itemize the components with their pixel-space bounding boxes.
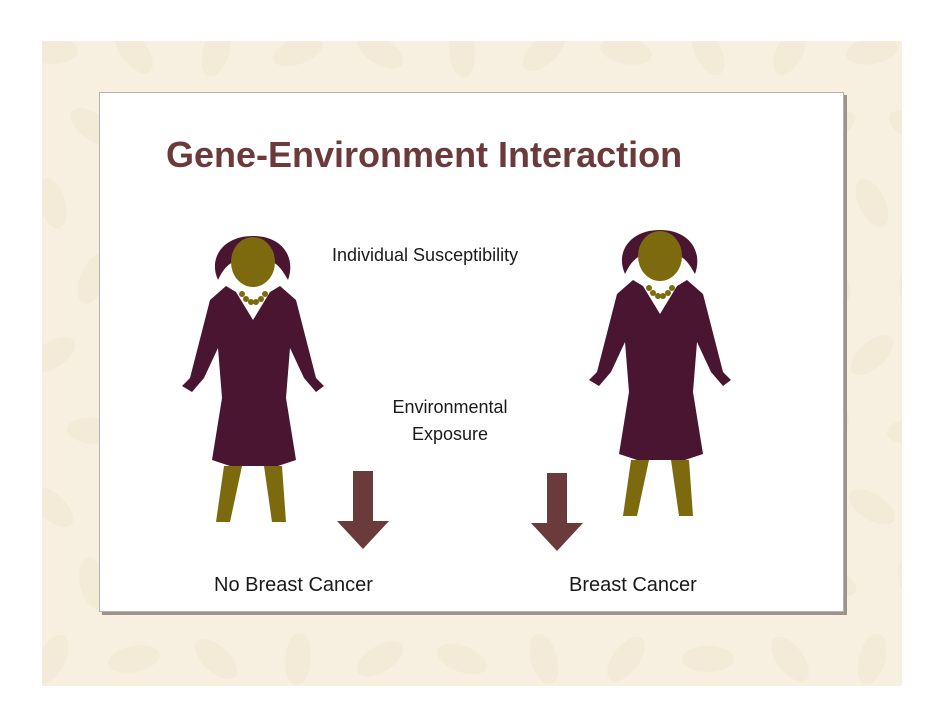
no-breast-cancer-label: No Breast Cancer	[214, 574, 373, 596]
individual-susceptibility-label: Individual Susceptibility	[332, 245, 519, 265]
down-arrow-right	[531, 473, 583, 551]
down-arrow-left	[337, 471, 389, 549]
breast-cancer-label: Breast Cancer	[569, 574, 697, 596]
slide-title: Gene-Environment Interaction	[166, 134, 683, 175]
environmental-exposure-label-line2: Exposure	[411, 424, 489, 444]
woman-figure-left	[182, 236, 324, 522]
environmental-exposure-label-line1: Environmental	[392, 397, 508, 417]
woman-figure-right	[589, 230, 731, 516]
